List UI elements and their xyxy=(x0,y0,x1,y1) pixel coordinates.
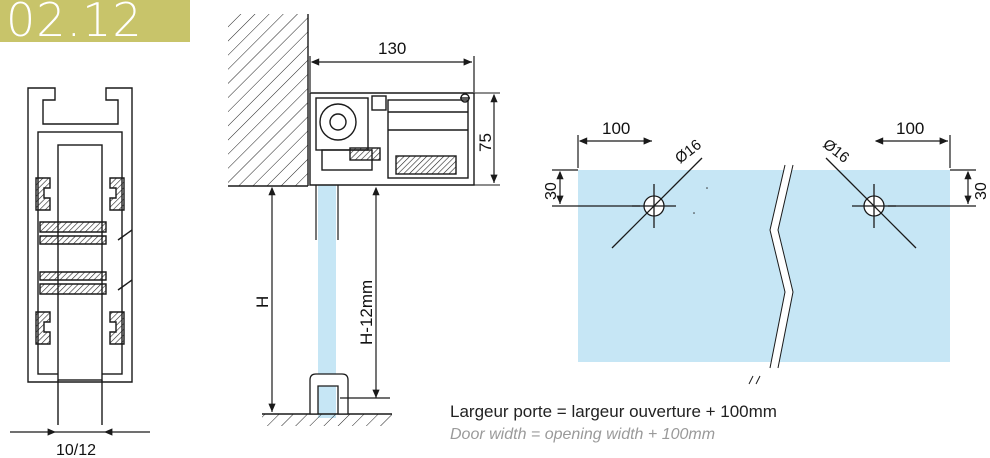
left-top-label: 30 xyxy=(543,182,560,200)
caption-english: Door width = opening width + 100mm xyxy=(450,426,716,443)
ceiling-wall xyxy=(228,14,309,187)
glass-height-dimension xyxy=(340,186,390,399)
glass-height-label: H-12mm xyxy=(357,280,376,345)
caption-french: Largeur porte = largeur ouverture + 100m… xyxy=(450,402,777,421)
thickness-label: 10/12 xyxy=(56,442,96,458)
door-height-label: H xyxy=(253,296,272,308)
floor xyxy=(262,413,392,426)
speck xyxy=(706,187,708,189)
section-width-dimension xyxy=(309,56,475,92)
left-offset-label: 100 xyxy=(602,119,630,138)
right-offset-label: 100 xyxy=(896,119,924,138)
left-hole xyxy=(611,157,703,249)
right-offset-dimension xyxy=(874,135,951,168)
panel-break xyxy=(770,165,793,368)
track-housing xyxy=(309,92,475,186)
reference-badge: 02.12 xyxy=(0,0,190,47)
reference-number: 02.12 xyxy=(6,0,143,47)
left-top-dimension xyxy=(552,169,640,207)
right-hole-label: Ø16 xyxy=(820,136,853,167)
left-hole-label: Ø16 xyxy=(672,136,705,167)
glass-panel-section xyxy=(318,170,336,418)
section-height-label: 75 xyxy=(476,133,495,152)
rail-profile xyxy=(27,87,133,425)
speck xyxy=(693,212,695,214)
right-top-label: 30 xyxy=(973,182,990,200)
floor-guide xyxy=(309,373,349,415)
left-offset-dimension xyxy=(577,135,652,168)
glass-panel xyxy=(578,170,950,362)
section-width-label: 130 xyxy=(378,39,406,58)
right-top-dimension xyxy=(888,169,976,207)
